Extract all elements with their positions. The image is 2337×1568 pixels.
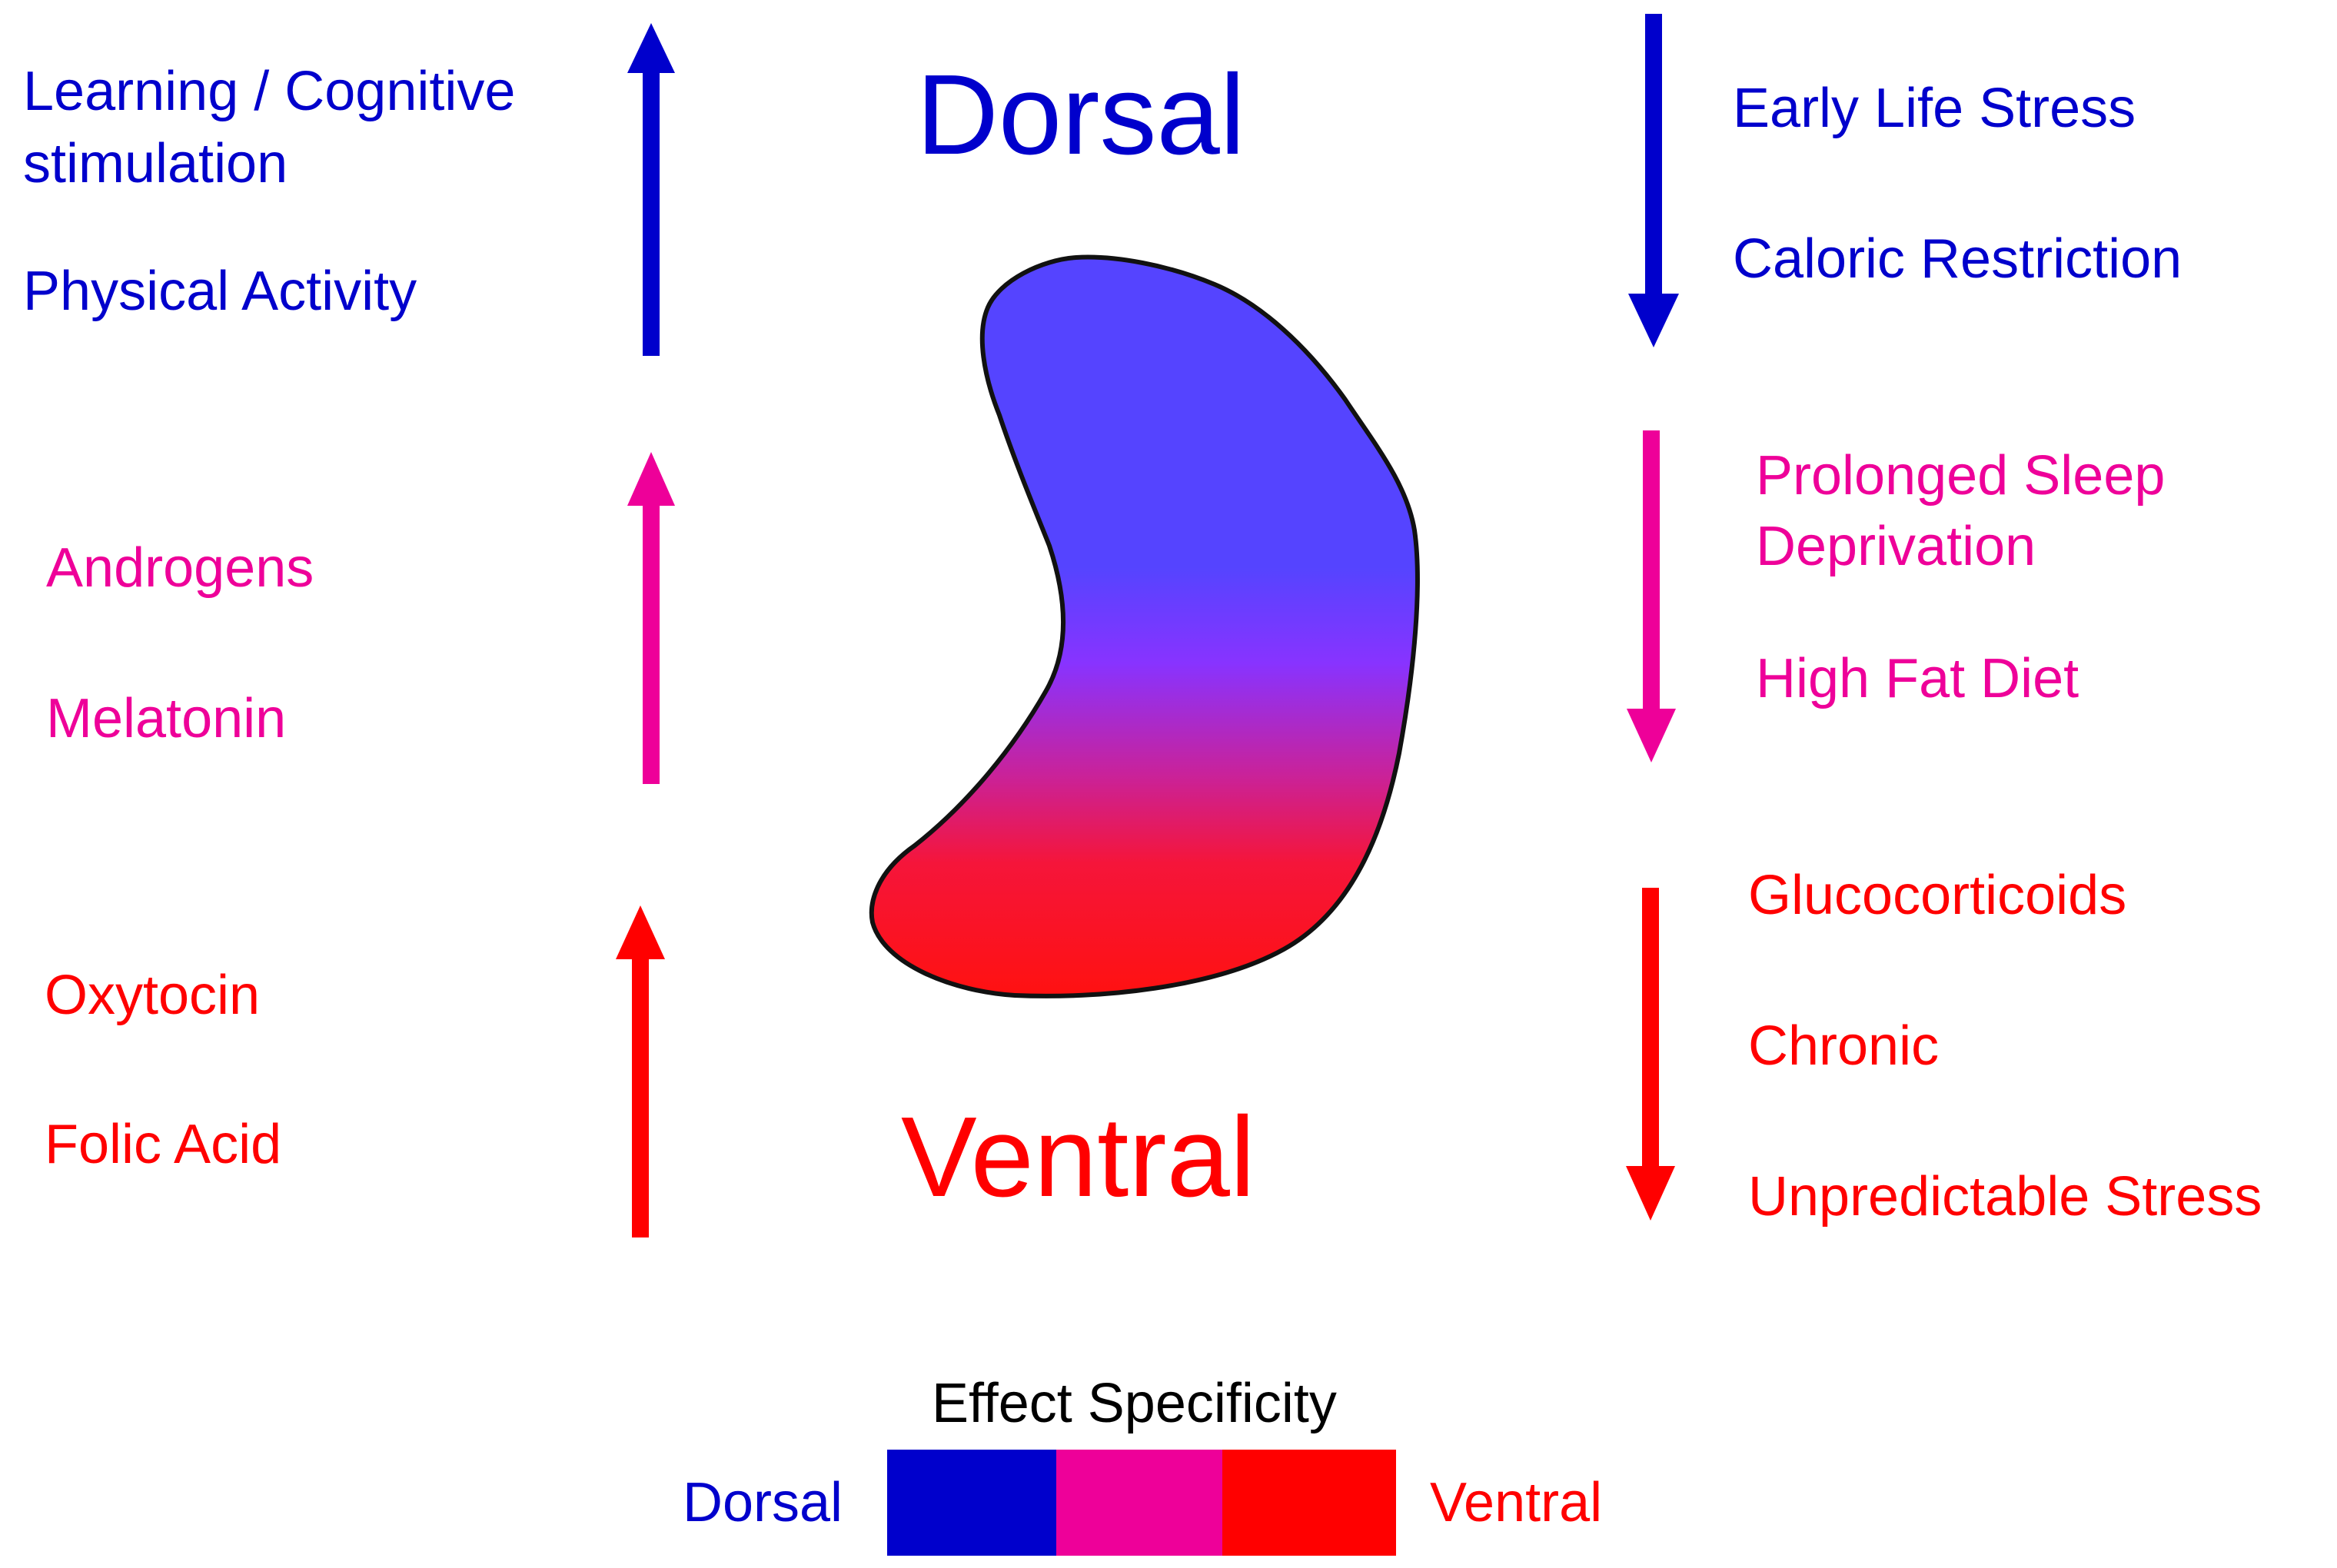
legend-segment-ventral xyxy=(1222,1450,1396,1556)
legend-dorsal-label: Dorsal xyxy=(683,1472,843,1533)
label-caloric-restriction: Caloric Restriction xyxy=(1733,228,2182,290)
dorsal-title: Dorsal xyxy=(916,51,1245,178)
label-unpredictable-stress: Unpredictable Stress xyxy=(1748,1166,2262,1227)
right-arrow-dorsal xyxy=(1628,14,1679,347)
left-arrow-mixed xyxy=(627,452,675,784)
hippocampus-shape xyxy=(869,254,1420,998)
label-androgens: Androgens xyxy=(46,537,314,599)
label-melatonin: Melatonin xyxy=(46,688,287,749)
legend-title: Effect Specificity xyxy=(932,1373,1337,1434)
label-high-fat-diet: High Fat Diet xyxy=(1756,648,2079,709)
label-stimulation: stimulation xyxy=(23,133,288,194)
label-learning: Learning / Cognitive xyxy=(23,61,516,122)
label-physical-activity: Physical Activity xyxy=(23,261,417,322)
ventral-title: Ventral xyxy=(901,1094,1255,1221)
label-early-life-stress: Early Life Stress xyxy=(1733,78,2136,139)
legend-segment-mixed xyxy=(1056,1450,1222,1556)
right-arrow-mixed xyxy=(1627,430,1676,762)
label-glucocorticoids: Glucocorticoids xyxy=(1748,865,2127,926)
legend-segment-dorsal xyxy=(887,1450,1056,1556)
left-arrow-ventral xyxy=(616,905,665,1237)
left-arrow-dorsal xyxy=(627,23,675,356)
legend-ventral-label: Ventral xyxy=(1430,1472,1603,1533)
label-prolonged-sleep: Prolonged Sleep xyxy=(1756,445,2166,507)
label-deprivation: Deprivation xyxy=(1756,516,2036,577)
label-oxytocin: Oxytocin xyxy=(45,965,261,1026)
label-folic-acid: Folic Acid xyxy=(45,1114,282,1175)
right-arrow-ventral xyxy=(1626,888,1675,1221)
label-chronic: Chronic xyxy=(1748,1015,1940,1077)
